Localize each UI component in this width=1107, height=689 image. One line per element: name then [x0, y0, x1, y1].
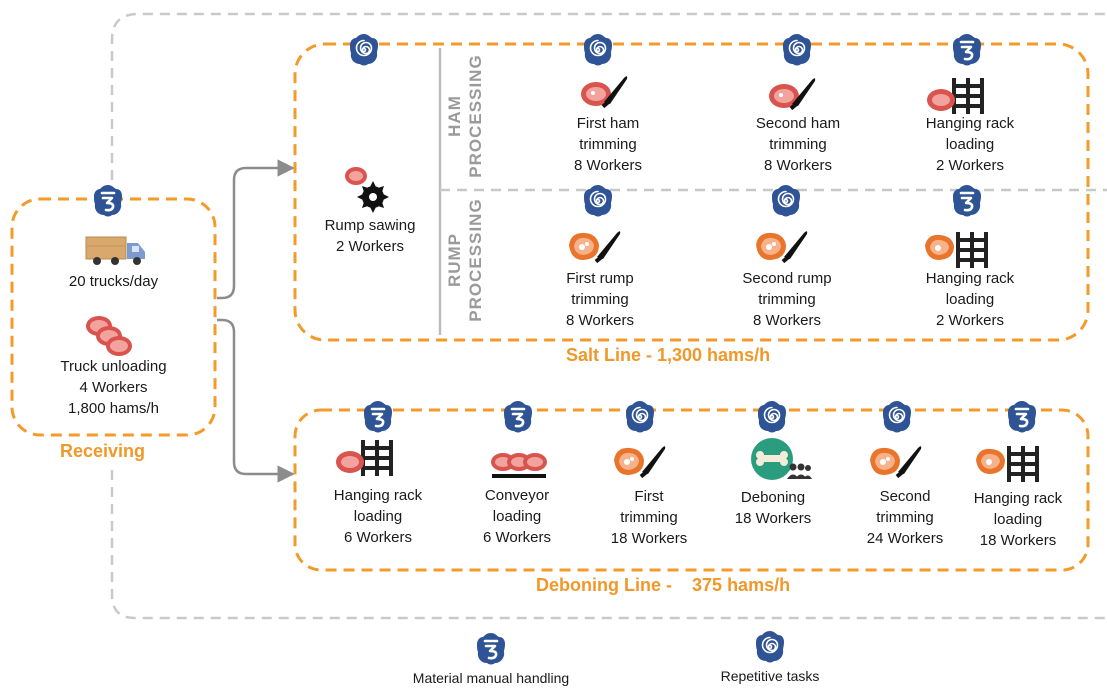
rump-sawing-icon: [345, 167, 389, 213]
conveyor-icon: [491, 453, 547, 478]
arrow-to-salt-line: [217, 159, 295, 300]
hanging-rack-icon: [926, 76, 990, 118]
hanging-rack-icon: [922, 228, 992, 270]
truck-icon: [85, 236, 145, 265]
material-handling-icon: [1007, 400, 1037, 434]
rump-knife-icon: [614, 446, 666, 479]
repetitive-tasks-icon: [755, 630, 785, 664]
repetitive-tasks-icon: [771, 184, 801, 218]
trucks-per-day: 20 trucks/day: [68, 273, 159, 290]
ham-stack-icon: [86, 316, 132, 356]
legend-material-handling: Material manual handling: [412, 670, 570, 686]
legend-repetitive-tasks: Repetitive tasks: [720, 668, 820, 684]
ham-processing-label: HAM PROCESSING: [445, 54, 485, 178]
hanging-rack-icon: [973, 442, 1043, 484]
material-handling-icon: [503, 400, 533, 434]
material-handling-icon: [476, 632, 506, 666]
material-handling-icon: [952, 33, 982, 67]
repetitive-tasks-icon: [583, 33, 613, 67]
deboning-icon: [751, 438, 812, 480]
deboning-line-title: Deboning Line - 375 hams/h: [536, 575, 791, 595]
rump-knife-icon: [569, 231, 621, 264]
repetitive-tasks-icon: [782, 33, 812, 67]
outer-frame: [110, 12, 1107, 620]
material-handling-icon: [363, 400, 393, 434]
deboning-line-box: [293, 408, 1090, 572]
repetitive-tasks-icon: [583, 184, 613, 218]
ham-knife-icon: [769, 78, 816, 111]
material-handling-icon: [952, 184, 982, 218]
receiving-title: Receiving: [60, 441, 146, 461]
repetitive-tasks-icon: [625, 400, 655, 434]
rump-processing-label: RUMP PROCESSING: [445, 198, 485, 322]
ham-knife-icon: [581, 76, 628, 109]
salt-line-title: Salt Line - 1,300 hams/h: [566, 345, 771, 365]
arrow-to-deboning-line: [217, 318, 295, 483]
repetitive-tasks-icon: [882, 400, 912, 434]
rump-sawing-label: Rump sawing 2 Workers: [324, 217, 416, 255]
truck-unloading-label: Truck unloading 4 Workers 1,800 hams/h: [60, 358, 167, 417]
salt-line-box: [293, 42, 1090, 342]
rump-knife-icon: [870, 446, 922, 479]
hanging-rack-icon: [335, 438, 399, 480]
repetitive-tasks-icon: [349, 33, 379, 67]
material-handling-icon: [93, 184, 123, 218]
rump-knife-icon: [756, 231, 808, 264]
repetitive-tasks-icon: [757, 400, 787, 434]
